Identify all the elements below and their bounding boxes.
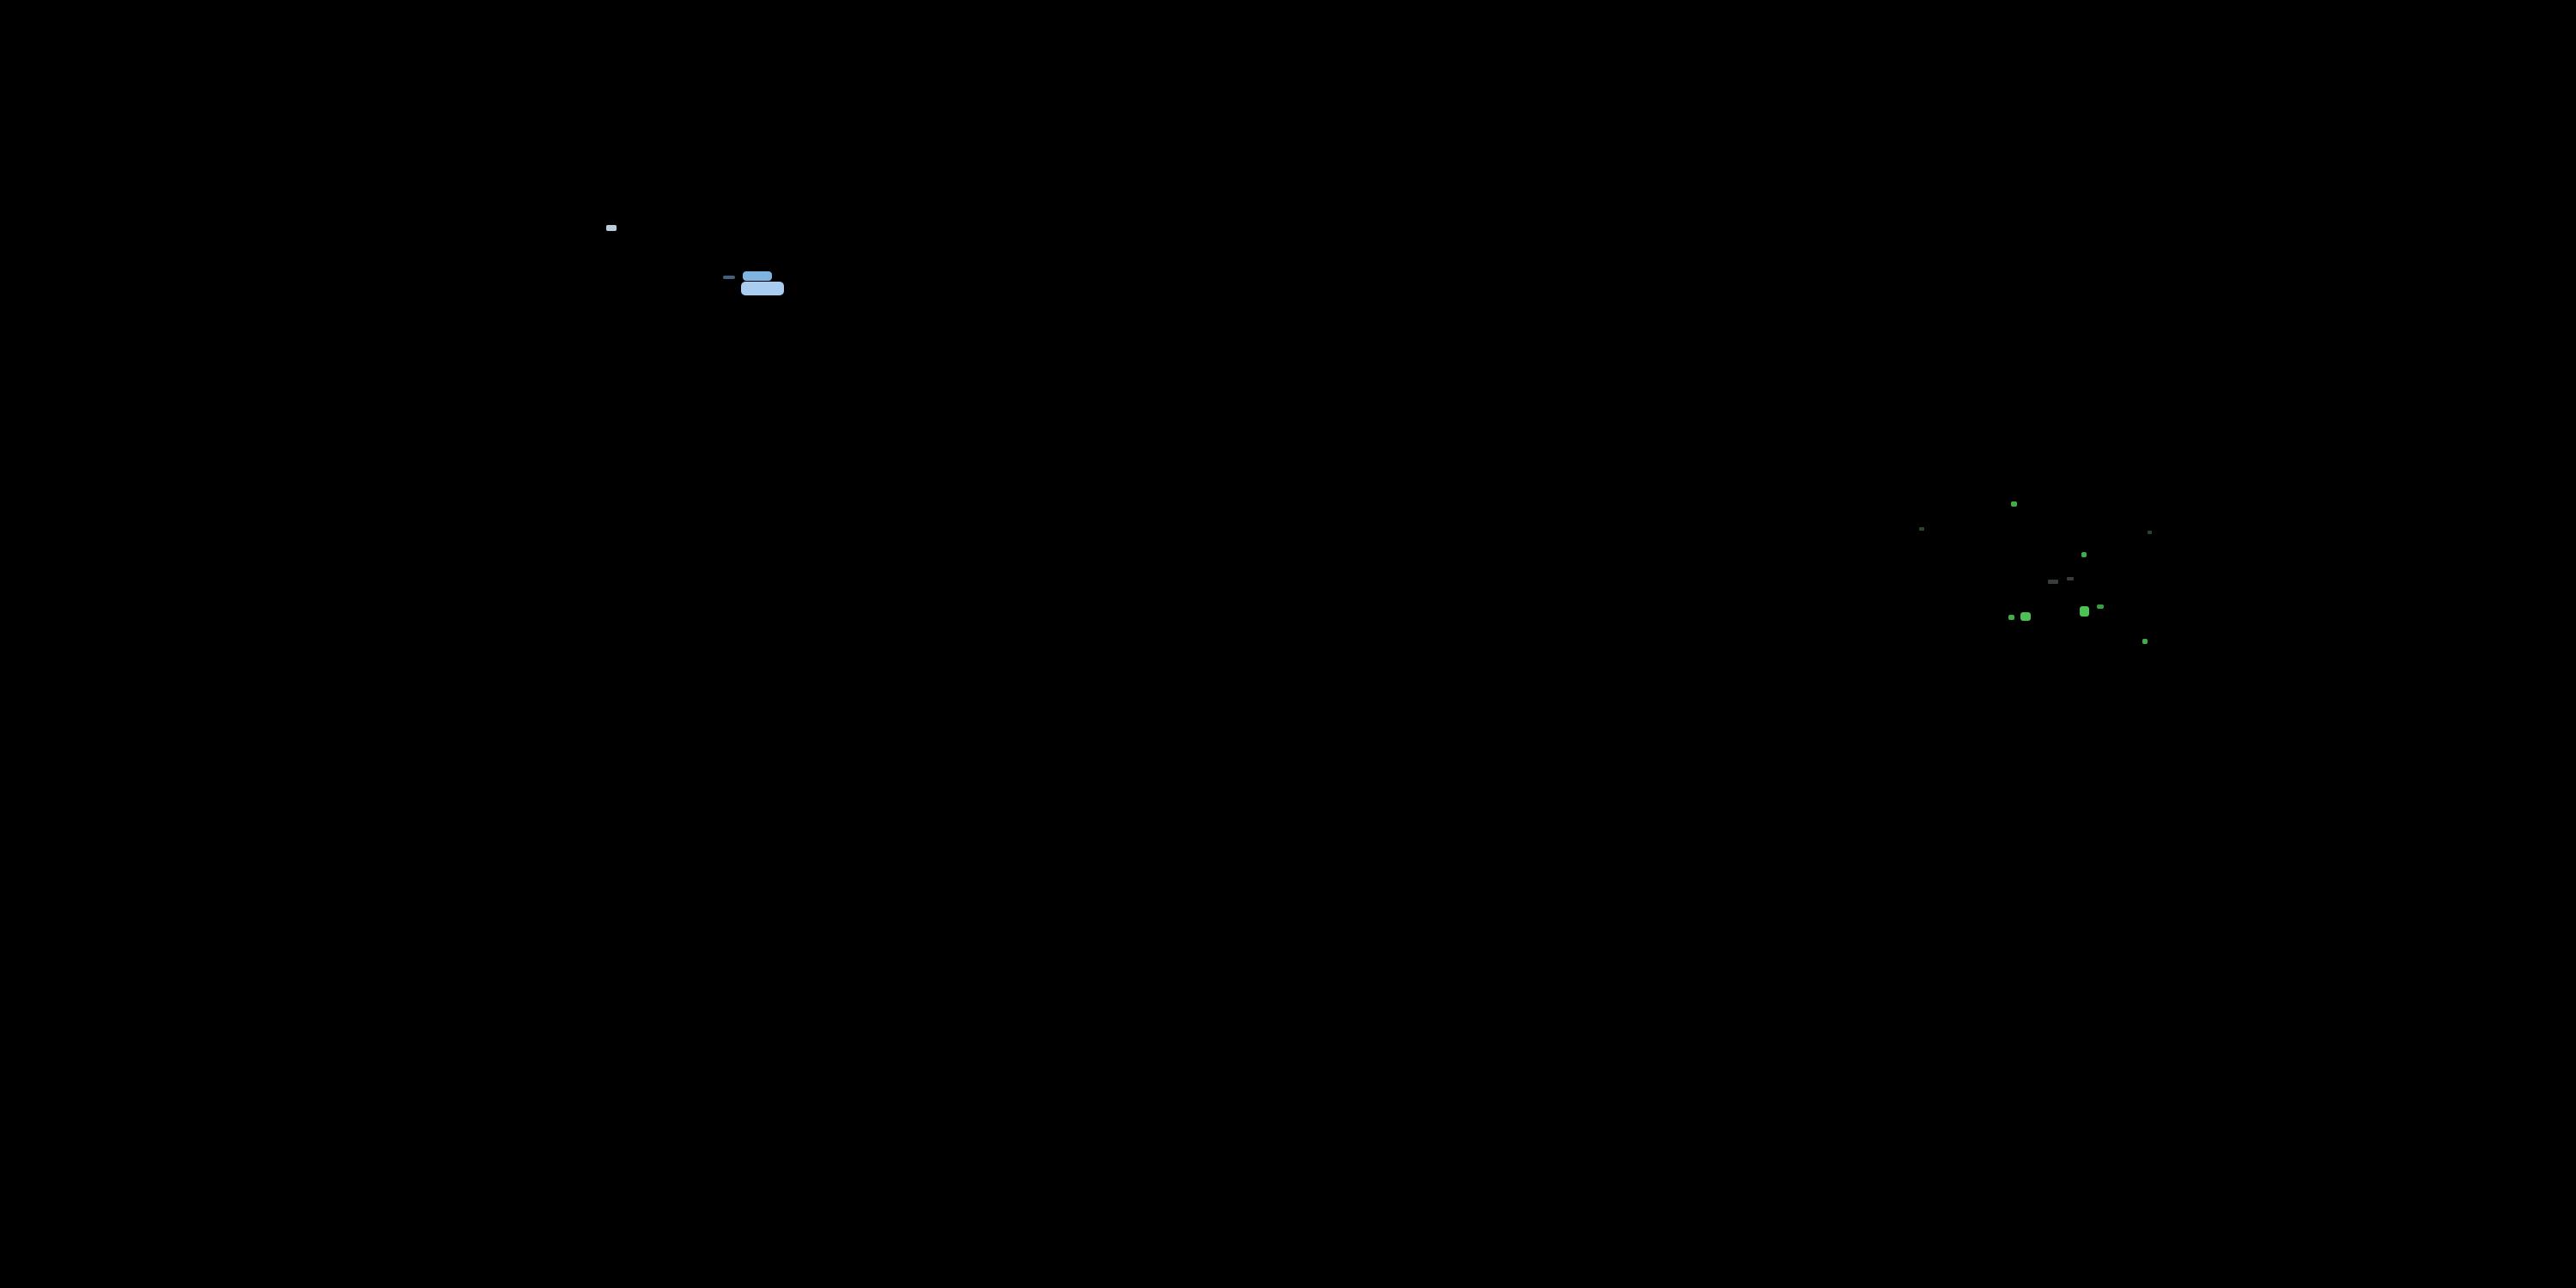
- green-speck-5: [2080, 606, 2089, 617]
- gray-dash-1: [2048, 580, 2058, 584]
- green-speck-7: [2142, 639, 2148, 644]
- blue-fragment-dash: [723, 276, 735, 279]
- green-speck-3: [2008, 615, 2014, 620]
- blue-fragment-speck: [606, 225, 617, 231]
- green-speck-4: [2020, 612, 2031, 621]
- green-speck-1: [2011, 501, 2017, 507]
- green-speck-2: [2081, 552, 2087, 557]
- faint-dash-right: [2148, 531, 2152, 534]
- blue-fragment-blob-bottom: [741, 282, 784, 295]
- faint-dash-left: [1919, 527, 1924, 531]
- gray-dash-2: [2067, 577, 2074, 580]
- green-speck-6: [2097, 605, 2104, 609]
- blue-fragment-blob-top: [743, 271, 772, 281]
